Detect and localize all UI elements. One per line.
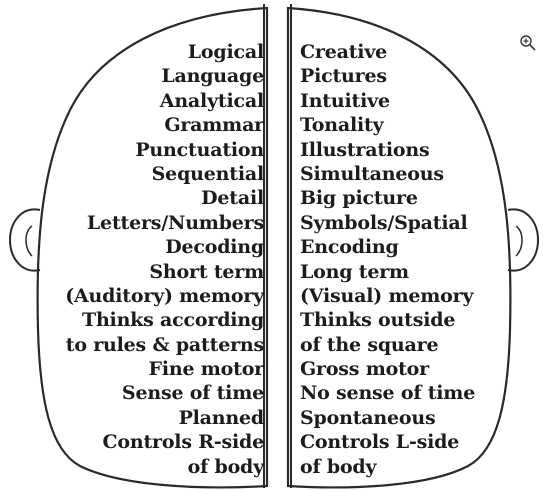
right-hemisphere-trait: Long term <box>300 260 475 284</box>
left-hemisphere-trait: Punctuation <box>65 138 264 162</box>
right-hemisphere-trait: of the square <box>300 333 475 357</box>
right-hemisphere-trait: of body <box>300 455 475 479</box>
right-hemisphere-trait: Simultaneous <box>300 162 475 186</box>
right-hemisphere-trait: Illustrations <box>300 138 475 162</box>
right-hemisphere-trait: No sense of time <box>300 381 475 405</box>
left-ear-inner <box>26 226 32 256</box>
right-ear <box>508 209 538 270</box>
left-hemisphere-trait: Fine motor <box>65 357 264 381</box>
left-hemisphere-trait: to rules & patterns <box>65 333 264 357</box>
right-hemisphere-trait: Intuitive <box>300 89 475 113</box>
left-hemisphere-trait: Logical <box>65 40 264 64</box>
zoom-in-icon[interactable] <box>519 34 537 52</box>
right-hemisphere-trait: (Visual) memory <box>300 284 475 308</box>
right-hemisphere-trait: Big picture <box>300 186 475 210</box>
left-hemisphere-trait: Sequential <box>65 162 264 186</box>
left-hemisphere-trait: Thinks according <box>65 308 264 332</box>
right-hemisphere-trait: Creative <box>300 40 475 64</box>
right-hemisphere-trait: Symbols/Spatial <box>300 211 475 235</box>
right-hemisphere-trait: Controls L-side <box>300 430 475 454</box>
right-hemisphere-trait: Encoding <box>300 235 475 259</box>
fissure-gap <box>270 0 285 491</box>
right-hemisphere-trait: Spontaneous <box>300 406 475 430</box>
left-hemisphere-trait: Grammar <box>65 113 264 137</box>
left-hemisphere-trait: Planned <box>65 406 264 430</box>
left-hemisphere-trait: Controls R-side <box>65 430 264 454</box>
left-hemisphere-trait: Short term <box>65 260 264 284</box>
left-hemisphere-trait: Decoding <box>65 235 264 259</box>
right-hemisphere-trait: Gross motor <box>300 357 475 381</box>
left-hemisphere-trait: Detail <box>65 186 264 210</box>
right-ear-inner <box>516 226 522 256</box>
left-hemisphere-trait: Letters/Numbers <box>65 211 264 235</box>
left-hemisphere-trait: Sense of time <box>65 381 264 405</box>
left-ear <box>10 209 40 270</box>
right-hemisphere-trait: Thinks outside <box>300 308 475 332</box>
left-hemisphere-trait: Language <box>65 64 264 88</box>
left-hemisphere-trait: (Auditory) memory <box>65 284 264 308</box>
right-hemisphere-trait: Tonality <box>300 113 475 137</box>
left-hemisphere-trait: Analytical <box>65 89 264 113</box>
left-hemisphere-trait: of body <box>65 455 264 479</box>
right-hemisphere-trait: Pictures <box>300 64 475 88</box>
